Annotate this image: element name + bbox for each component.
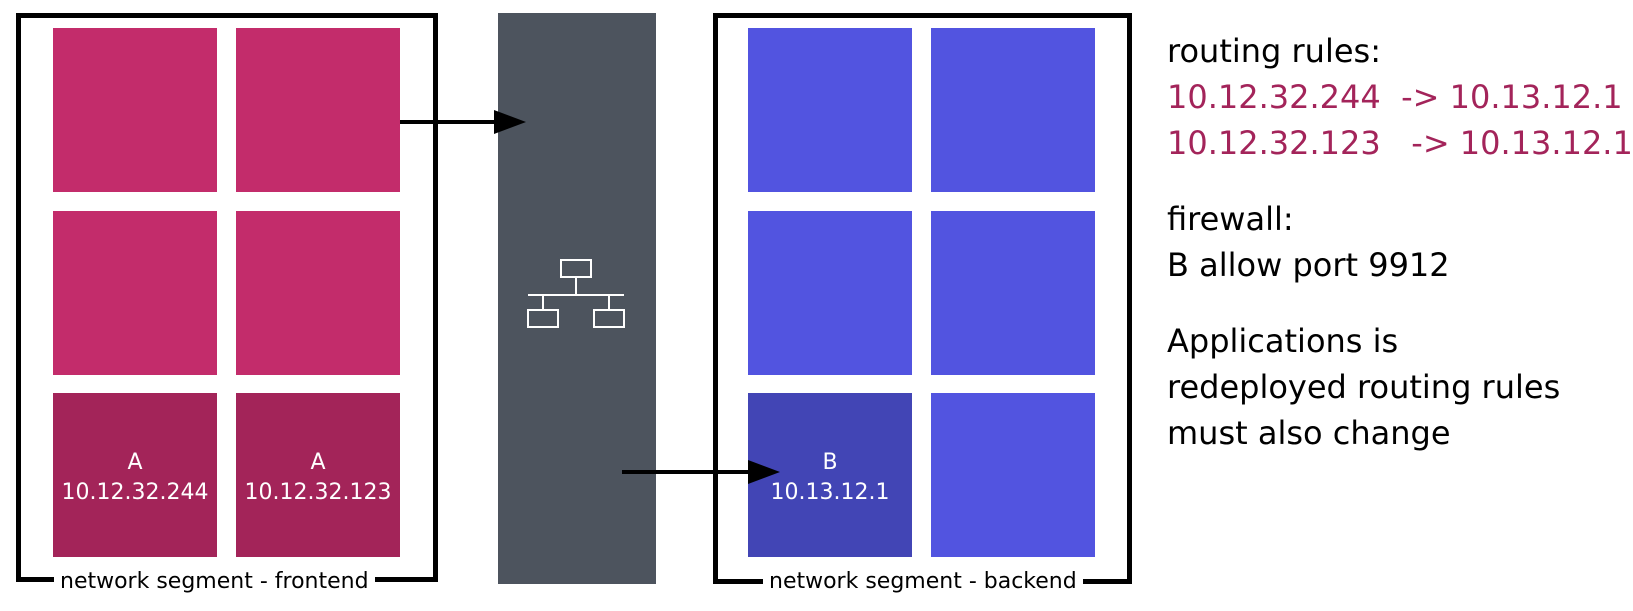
frontend-tile-app-a-2: A 10.12.32.123 [236, 393, 400, 557]
note-line: must also change [1167, 414, 1451, 452]
firewall-rule: B allow port 9912 [1167, 246, 1450, 284]
note-line: Applications is [1167, 322, 1399, 360]
frontend-tile [236, 28, 400, 192]
app-ip: 10.12.32.244 [61, 480, 209, 505]
app-name: A [310, 450, 326, 475]
backend-tile [748, 211, 912, 375]
backend-tile [931, 393, 1095, 557]
backend-segment-label: network segment - backend [763, 569, 1083, 595]
frontend-tile [53, 28, 217, 192]
frontend-tile [53, 211, 217, 375]
app-name: B [822, 450, 838, 475]
note-line: redeployed routing rules [1167, 368, 1561, 406]
firewall-heading: firewall: [1167, 200, 1294, 238]
routing-rules-heading: routing rules: [1167, 32, 1381, 70]
backend-tile [931, 28, 1095, 192]
backend-tile-app-b: B 10.13.12.1 [748, 393, 912, 557]
frontend-segment-label: network segment - frontend [54, 569, 375, 595]
app-name: A [127, 450, 143, 475]
backend-tile [748, 28, 912, 192]
routing-rule: 10.12.32.123 -> 10.13.12.1 [1167, 124, 1633, 162]
network-switch [498, 13, 656, 584]
notes-panel: routing rules: 10.12.32.244 -> 10.13.12.… [1167, 28, 1633, 456]
frontend-tile [236, 211, 400, 375]
app-ip: 10.13.12.1 [770, 480, 890, 505]
arrow-frontend-to-switch [400, 110, 526, 134]
routing-rule: 10.12.32.244 -> 10.13.12.1 [1167, 78, 1623, 116]
frontend-tile-app-a-1: A 10.12.32.244 [53, 393, 217, 557]
network-topology-icon [527, 259, 625, 328]
arrow-switch-to-backend [622, 460, 780, 484]
backend-tile [931, 211, 1095, 375]
app-ip: 10.12.32.123 [244, 480, 392, 505]
